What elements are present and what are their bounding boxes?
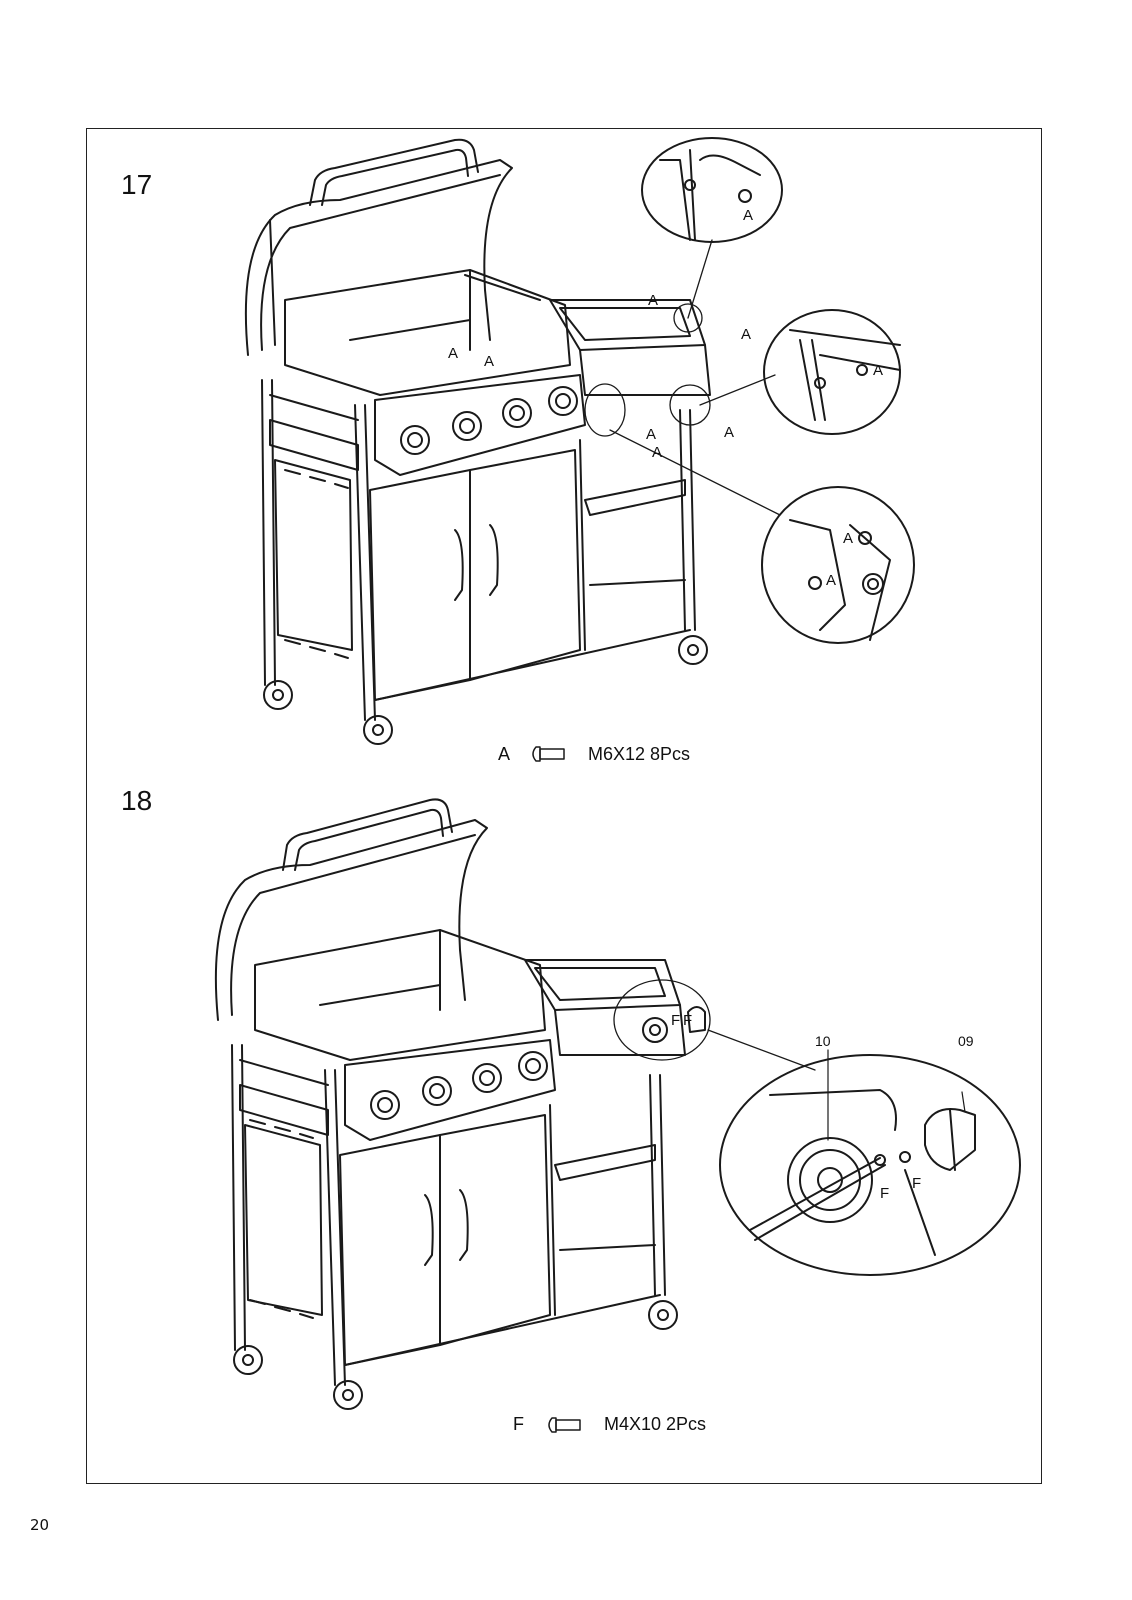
step-18-number: 18 (121, 785, 153, 816)
step-17-detail-right (763, 309, 901, 435)
callout-a: A (873, 362, 883, 379)
hardware-spec-f: M4X10 2Pcs (604, 1414, 707, 1434)
callout-a: A (741, 326, 751, 343)
step-18-grill-drawing (214, 798, 816, 1410)
bolt-icon-f (548, 1417, 581, 1433)
page-number: 20 (30, 1516, 50, 1534)
step-17-grill-drawing (244, 138, 781, 745)
callout-a: A (648, 292, 658, 309)
callout-a: A (743, 207, 753, 224)
part-label-09: 09 (958, 1033, 974, 1049)
step-17-callouts: A A A A A A A A A A A (448, 207, 883, 589)
bolt-icon-a (532, 746, 565, 762)
callout-a: A (646, 426, 656, 443)
callout-a: A (724, 424, 734, 441)
callout-f: F (912, 1175, 921, 1192)
step-18-detail (719, 1049, 1021, 1276)
step-17-number: 17 (121, 169, 153, 200)
instruction-frame: 17 18 (86, 128, 1042, 1484)
callout-f: F (671, 1012, 680, 1029)
callout-a: A (843, 530, 853, 547)
callout-a: A (484, 353, 494, 370)
callout-a: A (652, 444, 662, 461)
part-label-10: 10 (815, 1033, 831, 1049)
callout-f: F (880, 1185, 889, 1202)
hardware-spec-a: M6X12 8Pcs (588, 744, 691, 764)
step-18-callouts: F F F F 10 09 (671, 1012, 974, 1202)
hardware-letter-f: F (513, 1414, 524, 1434)
callout-f: F (683, 1012, 692, 1029)
step-17-detail-bottom (761, 486, 915, 644)
callout-a: A (826, 572, 836, 589)
step-17-detail-top (641, 137, 783, 243)
callout-a: A (448, 345, 458, 362)
hardware-letter-a: A (498, 744, 511, 764)
